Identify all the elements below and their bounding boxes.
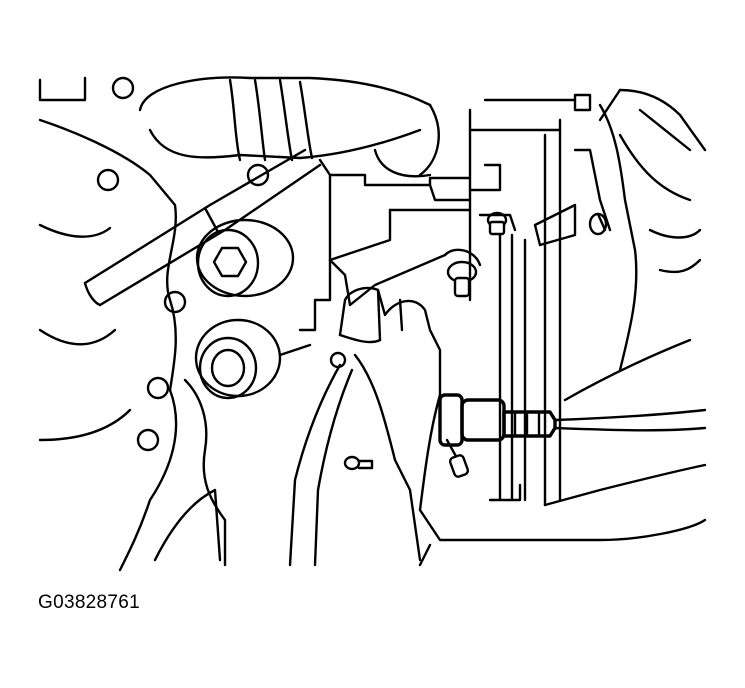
upper-pulley <box>195 218 295 298</box>
engine-block-outline <box>38 76 227 572</box>
sensor-connector <box>438 393 557 478</box>
figure-code: G03828761 <box>38 592 141 613</box>
flange-bolts <box>96 76 347 452</box>
center-bracket <box>298 93 592 332</box>
transmission-case <box>543 88 707 507</box>
lower-housing <box>288 363 707 567</box>
lower-stud <box>343 455 374 471</box>
sensor-wires <box>553 408 707 432</box>
bracket-stud <box>443 248 482 298</box>
hand <box>338 286 442 562</box>
right-rails <box>478 128 577 507</box>
top-fitting <box>486 211 608 236</box>
upper-hose <box>138 76 440 178</box>
lower-pulley <box>194 318 312 400</box>
